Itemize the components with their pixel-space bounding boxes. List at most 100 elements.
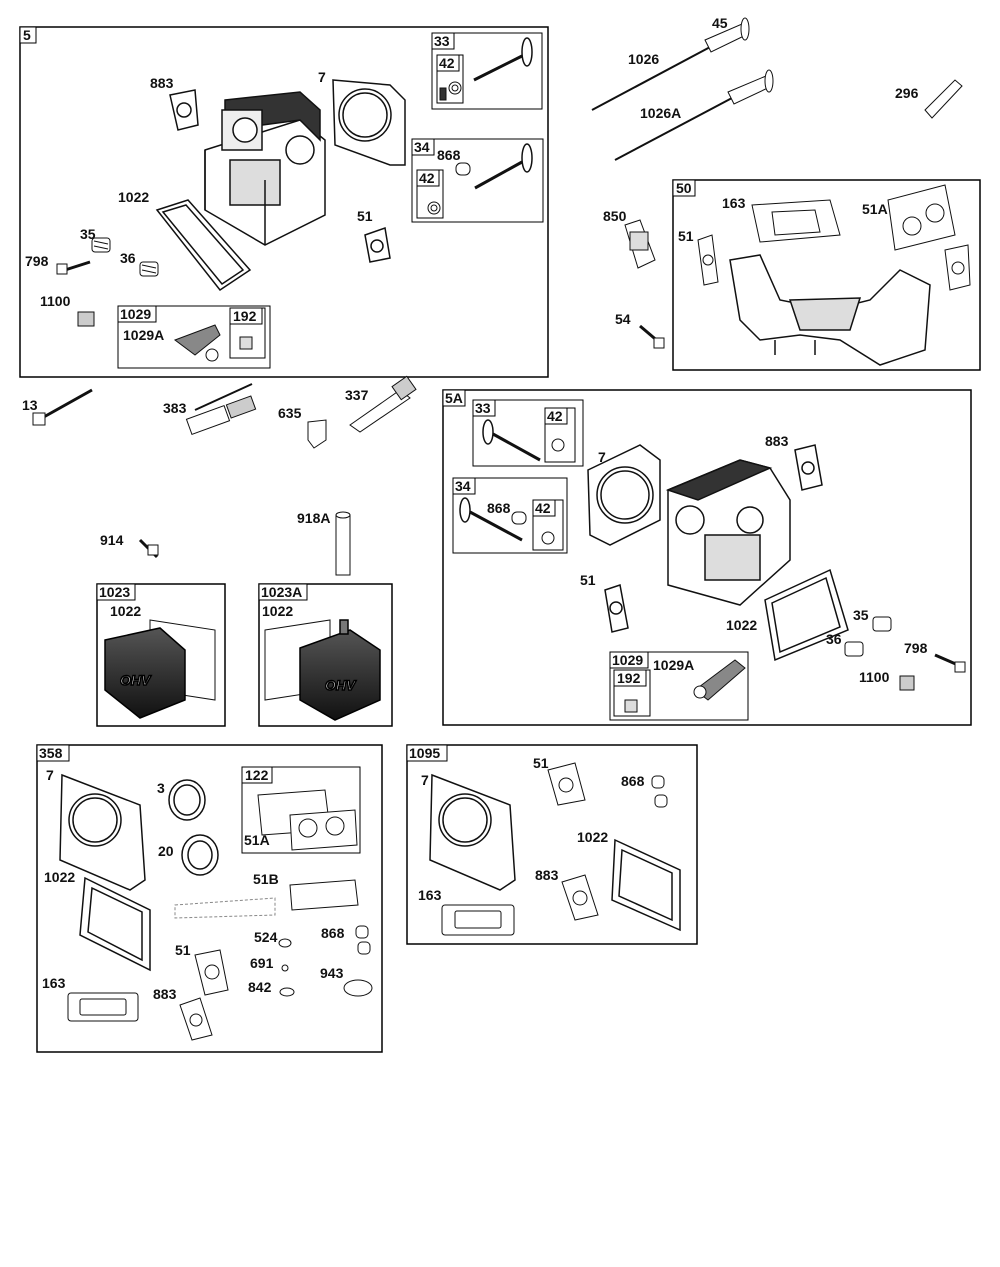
label-51-5A: 51 [580, 572, 596, 588]
label-524: 524 [254, 929, 278, 945]
label-163-358: 163 [42, 975, 66, 991]
group-5: 5 33 42 34 42 [19, 26, 549, 378]
valve-5A-33 [482, 419, 565, 462]
label-35: 35 [80, 226, 96, 242]
gasket-51-box50 [697, 234, 971, 291]
box-34-title: 34 [414, 139, 430, 155]
label-163: 163 [722, 195, 746, 211]
caps-868-1095 [651, 775, 668, 808]
spring-35-5A [872, 616, 892, 632]
label-337: 337 [345, 387, 369, 403]
cylinder-head-5A [665, 459, 791, 606]
clip-1100 [77, 311, 95, 327]
bolt-13 [32, 388, 93, 426]
part-635 [307, 419, 327, 449]
part-383 [185, 383, 257, 435]
gasket-163-358 [67, 992, 139, 1022]
label-51-358: 51 [175, 942, 191, 958]
gasket-1022 [155, 199, 252, 292]
label-798-5A: 798 [904, 640, 928, 656]
label-918A: 918A [297, 510, 330, 526]
keeper-42 [439, 81, 462, 101]
group-1023A: 1023A OHV 1022 [258, 583, 393, 727]
box-1023A-title: 1023A [261, 584, 302, 600]
label-36-5A: 36 [826, 631, 842, 647]
label-868-5A: 868 [487, 500, 511, 516]
label-1026A: 1026A [640, 105, 681, 121]
label-7-1095: 7 [421, 772, 429, 788]
box-5A-42-title: 42 [547, 408, 563, 424]
label-883-5A: 883 [765, 433, 789, 449]
rocker-arm-5A [693, 659, 746, 701]
keeper-42b [427, 201, 441, 215]
label-883-358: 883 [153, 986, 177, 1002]
label-51-box50: 51 [678, 228, 694, 244]
gasket-51A [887, 184, 956, 251]
label-20: 20 [158, 843, 174, 859]
head-gasket-7-1095 [429, 773, 516, 891]
bolt-798 [56, 260, 91, 275]
box-358-title: 358 [39, 745, 63, 761]
label-1022-5A: 1022 [726, 617, 757, 633]
gasket-1022-358 [79, 876, 151, 972]
group-50: 50 163 51A 51 [672, 179, 981, 371]
group-1023: 1023 OHV 1022 [96, 583, 226, 727]
bolt-914 [138, 538, 159, 559]
label-383: 383 [163, 400, 187, 416]
label-1022-1023: 1022 [110, 603, 141, 619]
box-1023-title: 1023 [99, 584, 130, 600]
clip-1100-5A [899, 675, 915, 691]
label-691: 691 [250, 955, 274, 971]
gasket-883-358 [179, 997, 213, 1041]
head-gasket-7-358 [59, 773, 146, 891]
rings-524-691-842 [278, 938, 295, 997]
valve-33 [473, 37, 533, 82]
label-635: 635 [278, 405, 302, 421]
box-5A-192-title: 192 [617, 670, 641, 686]
gasket-51 [364, 226, 391, 263]
group-358: 358 122 [36, 744, 383, 1053]
gasket-51-1095 [547, 762, 586, 806]
spring-36-5A [844, 641, 864, 657]
gasket-163 [751, 199, 841, 243]
label-35-5A: 35 [853, 607, 869, 623]
label-1022-358: 1022 [44, 869, 75, 885]
box-5A-1029-title: 1029 [612, 652, 643, 668]
label-1029A: 1029A [123, 327, 164, 343]
box-5A-42b-title: 42 [535, 500, 551, 516]
box-42-title: 42 [439, 55, 455, 71]
valve-34 [455, 143, 533, 190]
pushrod-1026 [591, 17, 774, 161]
label-1022-1095: 1022 [577, 829, 608, 845]
rocker-arm-1029A [173, 324, 221, 362]
label-1026: 1026 [628, 51, 659, 67]
gasket-163-1095 [441, 904, 515, 936]
gasket-51B-strip [174, 897, 276, 919]
group-1095: 1095 7 51 868 1022 883 163 [406, 744, 698, 945]
box-1095-title: 1095 [409, 745, 440, 761]
label-1029A-5A: 1029A [653, 657, 694, 673]
label-3: 3 [157, 780, 165, 796]
label-842: 842 [248, 979, 272, 995]
gasket-1022-5A [764, 568, 849, 662]
valve-cover-breather: OHV [299, 619, 381, 721]
part-296 [924, 79, 963, 119]
spark-plug-337 [349, 375, 417, 433]
label-7-5A: 7 [598, 449, 606, 465]
label-850: 850 [603, 208, 627, 224]
gasket-1022-1095 [611, 838, 681, 932]
loose-parts-middle: 13 383 635 337 918A 914 [22, 375, 417, 576]
bolt-798-5A [934, 653, 966, 673]
label-54: 54 [615, 311, 631, 327]
gasket-51B [289, 879, 359, 911]
label-1100: 1100 [40, 293, 71, 309]
gasket-883 [169, 89, 199, 131]
box-5-title: 5 [23, 27, 31, 43]
box-5A-title: 5A [445, 390, 463, 406]
box-33-title: 33 [434, 33, 450, 49]
caps-868-358 [355, 925, 371, 955]
group-5A: 5A 33 42 34 42 [442, 389, 972, 726]
box-50-title: 50 [676, 180, 692, 196]
box-5A-34-title: 34 [455, 478, 471, 494]
